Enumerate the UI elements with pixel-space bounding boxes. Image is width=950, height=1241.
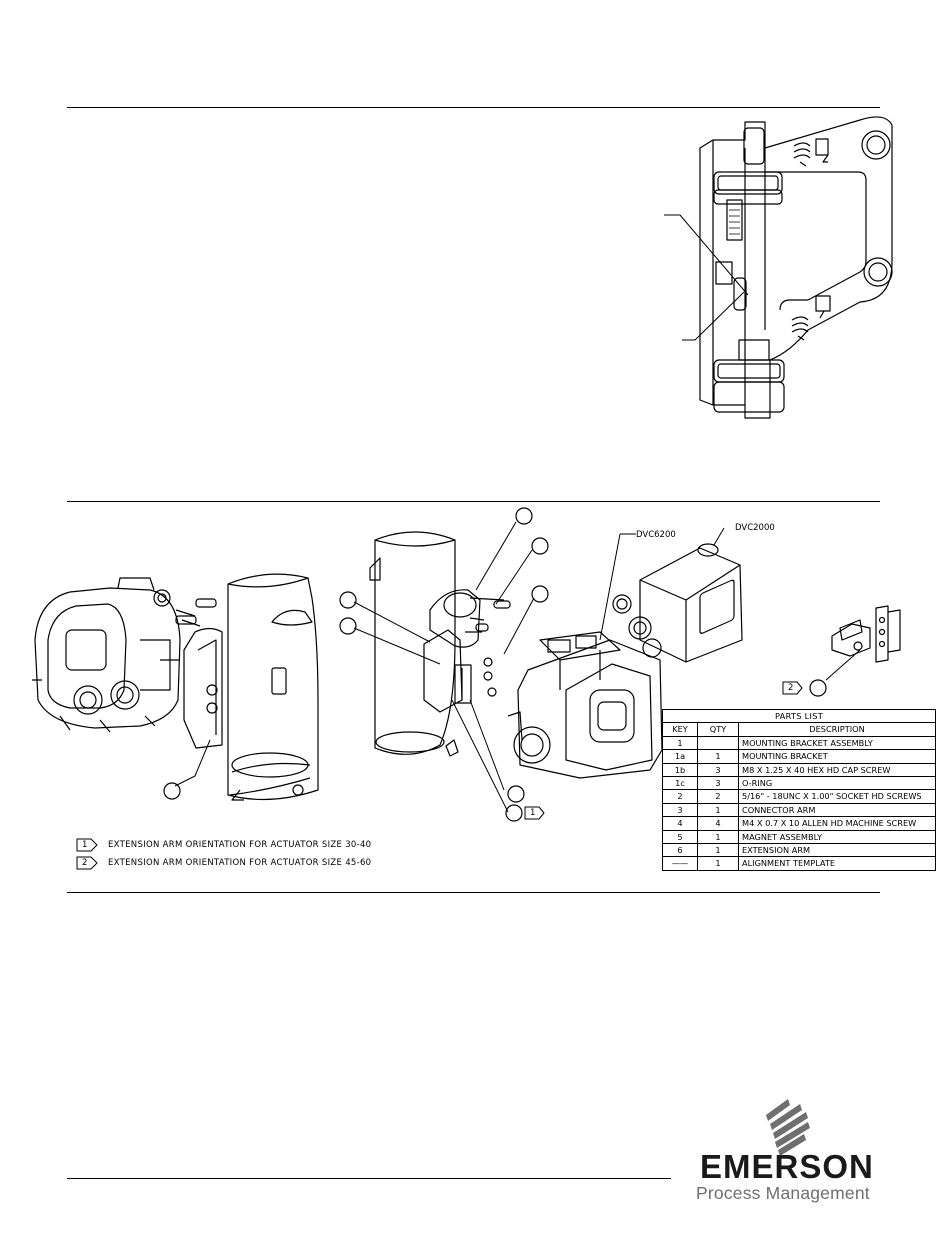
parts-key-cell: 4 — [662, 816, 698, 831]
parts-qty-cell: 2 — [697, 789, 739, 804]
header-key: KEY — [662, 722, 698, 737]
parts-key-cell: 1b — [662, 762, 698, 777]
logo-subtitle: Process Management — [696, 1183, 870, 1203]
note-num-1: 1 — [82, 840, 88, 850]
dvc6200-drawing — [507, 533, 663, 779]
parts-key-cell: 5 — [662, 829, 698, 844]
tag-outline-2 — [782, 681, 803, 695]
parts-list-title: PARTS LIST — [662, 708, 936, 724]
dvc2000-label: DVC2000 — [735, 523, 775, 533]
parts-desc-cell: CONNECTOR ARM — [738, 802, 936, 818]
emerson-logo-text: EMERSON — [700, 1148, 874, 1185]
left-positioner-drawing — [32, 577, 181, 733]
parts-desc-cell: MOUNTING BRACKET ASSEMBLY — [738, 735, 936, 751]
parts-key-cell: 1 — [662, 735, 698, 751]
parts-desc-cell: EXTENSION ARM — [738, 842, 936, 858]
note-num-2: 2 — [82, 858, 88, 868]
parts-qty-cell: 1 — [697, 829, 739, 844]
note-tag-outline-2 — [76, 856, 98, 870]
parts-desc-cell: O-RING — [738, 775, 936, 791]
parts-qty-cell: 1 — [697, 749, 739, 764]
parts-key-cell: 3 — [662, 802, 698, 818]
dvc2000-drawing — [612, 527, 743, 663]
header-description: DESCRIPTION — [738, 722, 936, 737]
parts-key-cell: —— — [662, 856, 698, 871]
note-text-1: EXTENSION ARM ORIENTATION FOR ACTUATOR S… — [108, 840, 372, 850]
parts-qty-cell: 3 — [697, 775, 739, 791]
dvc6200-label: DVC6200 — [636, 530, 676, 540]
table-row: 1 MOUNTING BRACKET ASSEMBLY — [662, 735, 936, 751]
parts-key-cell: 1c — [662, 775, 698, 791]
center-assembly-drawing — [353, 521, 535, 813]
parts-desc-cell: M8 X 1.25 X 40 HEX HD CAP SCREW — [738, 762, 936, 777]
tag-outline-1 — [524, 806, 545, 820]
callout-tag-1: 1 — [530, 808, 536, 818]
alignment-template-drawing — [664, 116, 893, 419]
parts-key-cell: 1a — [662, 749, 698, 764]
parts-desc-cell: M4 X 0.7 X 10 ALLEN HD MACHINE SCREW — [738, 816, 936, 831]
emerson-logo-icon — [766, 1099, 810, 1156]
callout-circles — [163, 507, 827, 822]
middle-rule — [67, 501, 880, 502]
header-qty: QTY — [697, 722, 739, 737]
parts-qty-cell — [697, 735, 739, 751]
parts-qty-cell: 3 — [697, 762, 739, 777]
left-yoke-drawing — [174, 573, 319, 801]
callout-tag-2: 2 — [788, 683, 794, 693]
lower-rule — [67, 892, 880, 893]
extension-arm-drawing — [825, 605, 901, 681]
parts-key-cell: 2 — [662, 789, 698, 804]
parts-desc-cell: MOUNTING BRACKET — [738, 749, 936, 764]
parts-desc-cell: 5/16" - 18UNC X 1.00" SOCKET HD SCREWS — [738, 789, 936, 804]
top-rule — [67, 107, 880, 108]
parts-qty-cell: 1 — [697, 842, 739, 858]
footer-rule — [67, 1178, 671, 1179]
parts-qty-cell: 1 — [697, 802, 739, 818]
parts-qty-cell: 4 — [697, 816, 739, 831]
note-tag-outline-1 — [76, 838, 98, 852]
parts-desc-cell: ALIGNMENT TEMPLATE — [738, 856, 936, 871]
parts-qty-cell: 1 — [697, 856, 739, 871]
parts-desc-cell: MAGNET ASSEMBLY — [738, 829, 936, 844]
note-text-2: EXTENSION ARM ORIENTATION FOR ACTUATOR S… — [108, 858, 372, 868]
parts-key-cell: 6 — [662, 842, 698, 858]
